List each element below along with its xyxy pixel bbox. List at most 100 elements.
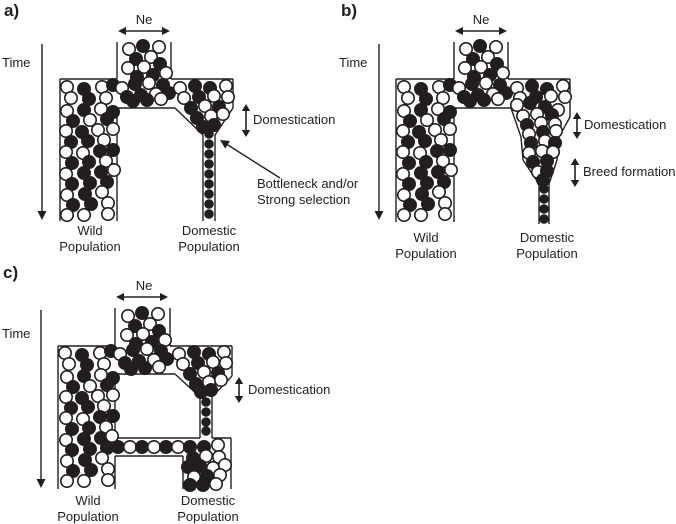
- bottleneck-allele-dot: [201, 407, 211, 417]
- bottleneck-label-line1: Bottleneck and/or: [257, 176, 359, 191]
- allele-circle-open: [77, 473, 92, 488]
- allele-circle-open: [101, 472, 116, 487]
- allele-circle-open: [59, 104, 74, 119]
- allele-circle-filled: [126, 94, 141, 109]
- ne-width-arrow: [455, 27, 507, 35]
- bottleneck-allele-dot: [539, 194, 549, 204]
- domestication-label: Domestication: [248, 382, 330, 397]
- allele-circle-filled: [204, 382, 219, 397]
- allele-circle-open: [152, 39, 167, 54]
- allele-circle-open: [427, 123, 442, 138]
- allele-circle-filled: [522, 96, 537, 111]
- bottleneck-allele-dot: [204, 209, 214, 219]
- allele-circle-filled: [464, 77, 479, 92]
- allele-circle-open: [106, 387, 121, 402]
- wild-population-label: Population: [57, 509, 118, 524]
- allele-circle-open: [91, 123, 106, 138]
- allele-circle-open: [495, 66, 510, 81]
- wild-population-label: Wild: [75, 493, 100, 508]
- allele-circle-open: [140, 341, 155, 356]
- wild-population-label: Population: [59, 239, 120, 254]
- allele-circle-filled: [78, 452, 93, 467]
- ne-label: Ne: [136, 12, 153, 27]
- allele-circle-open: [543, 89, 558, 104]
- bottleneck-pointer-arrow-head: [220, 140, 231, 149]
- allele-circle-filled: [476, 93, 491, 108]
- allele-circle-open: [143, 316, 158, 331]
- allele-circle-open: [144, 49, 159, 64]
- domestic-population-label: Domestic: [181, 493, 236, 508]
- allele-circle-open: [443, 163, 458, 178]
- allele-circle-open: [400, 91, 415, 106]
- allele-circle-open: [419, 113, 434, 128]
- time-arrow-head: [36, 479, 46, 488]
- allele-circle-open: [106, 122, 121, 137]
- allele-circle-filled: [140, 93, 155, 108]
- domestication-label: Domestication: [253, 112, 335, 127]
- allele-circle-open: [211, 437, 226, 452]
- allele-circle-filled: [420, 197, 435, 212]
- allele-circle-open: [121, 60, 136, 75]
- allele-circle-open: [548, 124, 563, 139]
- panel-a-letter: a): [4, 1, 19, 20]
- wild-population-label: Population: [395, 246, 456, 261]
- allele-circle-filled: [401, 156, 416, 171]
- allele-circle-filled: [66, 463, 81, 478]
- allele-circle-open: [58, 432, 73, 447]
- allele-circle-open: [59, 473, 74, 488]
- allele-circle-filled: [81, 399, 96, 414]
- allele-circle-open: [107, 163, 122, 178]
- allele-circle-open: [95, 450, 110, 465]
- allele-circle-open: [214, 372, 229, 387]
- allele-circle-open: [458, 41, 473, 56]
- allele-circle-filled: [135, 305, 150, 320]
- allele-circle-open: [473, 59, 488, 74]
- allele-circle-filled: [207, 118, 222, 133]
- allele-circle-open: [437, 207, 452, 222]
- allele-circle-open: [457, 60, 472, 75]
- domestic-population-label: Population: [178, 239, 239, 254]
- time-arrow: [374, 44, 384, 220]
- allele-circle-open: [59, 188, 74, 203]
- allele-circle-open: [121, 308, 136, 323]
- allele-circle-filled: [81, 134, 96, 149]
- allele-circle-open: [480, 49, 495, 64]
- allele-circle-filled: [77, 103, 92, 118]
- allele-circle-open: [122, 41, 137, 56]
- ne-width-arrow-head: [162, 27, 170, 35]
- allele-circle-filled: [65, 421, 80, 436]
- bottleneck-allele-dot: [204, 159, 214, 169]
- domestication-range-arrow-head: [572, 112, 582, 119]
- breed-formation-range-arrow-head: [570, 180, 580, 187]
- allele-circle-open: [83, 378, 98, 393]
- allele-circle-open: [198, 99, 213, 114]
- breed-formation-range-arrow-head: [570, 158, 580, 165]
- bottleneck-label-line2: Strong selection: [257, 192, 350, 207]
- ne-width-arrow: [118, 27, 170, 35]
- allele-circle-filled: [84, 197, 99, 212]
- allele-circle-open: [137, 59, 152, 74]
- allele-circle-open: [177, 91, 192, 106]
- domestication-range-arrow-head: [572, 132, 582, 139]
- allele-circle-open: [154, 92, 169, 107]
- allele-circle-open: [396, 104, 411, 119]
- allele-circle-filled: [138, 360, 153, 375]
- bottleneck-allele-dot: [201, 417, 211, 427]
- allele-circle-open: [442, 122, 457, 137]
- allele-circle-filled: [159, 439, 174, 454]
- allele-circle-open: [91, 388, 106, 403]
- domestic-population-label: Population: [177, 509, 238, 524]
- bottleneck-allele-dot: [204, 199, 214, 209]
- panel-b-letter: b): [341, 1, 357, 20]
- allele-circle-open: [151, 306, 166, 321]
- allele-circle-open: [59, 208, 74, 223]
- allele-circle-filled: [77, 166, 92, 181]
- allele-circle-open: [171, 439, 186, 454]
- allele-circle-open: [64, 91, 79, 106]
- allele-circle-filled: [413, 103, 428, 118]
- allele-circle-open: [413, 208, 428, 223]
- breed-formation-label: Breed formation: [583, 164, 676, 179]
- allele-circle-filled: [111, 439, 126, 454]
- allele-circle-open: [209, 476, 224, 491]
- allele-circle-open: [396, 208, 411, 223]
